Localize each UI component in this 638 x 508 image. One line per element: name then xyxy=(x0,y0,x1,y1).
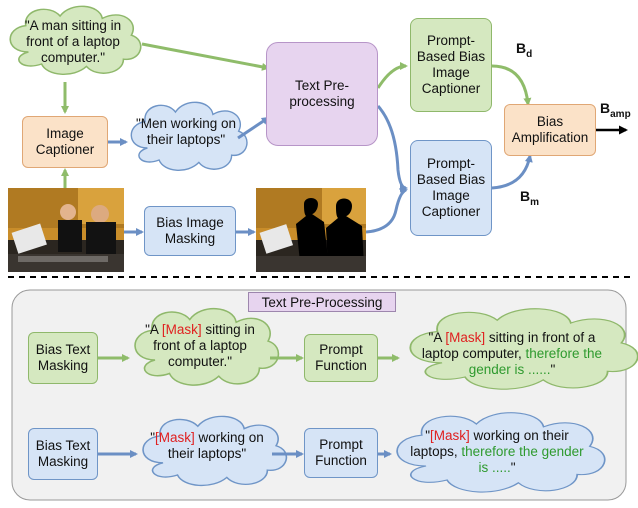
arrow-text-to-captioner-top xyxy=(376,62,408,89)
arrow-generated-to-text xyxy=(237,116,270,140)
prompt-output-1-mid: sitting in front of a laptop computer, xyxy=(421,330,596,362)
label-bd-main: B xyxy=(516,40,527,56)
label-bd: Bd xyxy=(516,40,532,60)
masked-caption-text-2: "[Mask] working on their laptops" xyxy=(146,430,268,462)
label-bamp-main: B xyxy=(600,100,611,116)
captioner-top-box: Prompt-Based Bias Image Captioner xyxy=(410,18,492,112)
arrow-captioner-top-to-amp xyxy=(491,64,532,106)
mask-token: [Mask] xyxy=(154,430,195,445)
prompt-text: therefore the gender is ..... xyxy=(461,444,584,476)
masked-caption-2-pre: " xyxy=(150,430,155,445)
mask-token: [Mask] xyxy=(429,428,470,443)
panel-title: Text Pre-Processing xyxy=(248,292,396,312)
label-bm-sub: m xyxy=(530,196,540,208)
label-bm: Bm xyxy=(520,188,539,208)
arrow-captioner-bottom-to-amp xyxy=(491,154,533,190)
prompt-output-2-pre: " xyxy=(425,428,430,443)
masked-caption-text-1: "A [Mask] sitting in front of a laptop c… xyxy=(136,322,264,371)
masked-caption-2-post: working on their laptops" xyxy=(167,430,264,462)
masked-caption-1-post: sitting in front of a laptop computer." xyxy=(153,322,255,370)
prompt-output-text-2: "[Mask] working on their laptops, theref… xyxy=(404,428,590,477)
prompt-output-1-end: " xyxy=(550,362,556,378)
bias-image-masking-box: Bias Image Masking xyxy=(144,206,236,256)
generated-caption-text: "Men working on their laptops" xyxy=(135,116,237,148)
prompt-function-box-2: Prompt Function xyxy=(304,428,378,478)
label-bm-main: B xyxy=(520,188,531,204)
bias-text-masking-box-1: Bias Text Masking xyxy=(28,332,98,384)
prompt-output-2-end: " xyxy=(510,460,516,476)
label-bd-sub: d xyxy=(526,48,533,60)
label-bamp-sub: amp xyxy=(610,108,631,120)
gt-caption-text: "A man sitting in front of a laptop comp… xyxy=(24,18,122,66)
masked-caption-1-pre: "A xyxy=(145,322,162,337)
mask-token: [Mask] xyxy=(161,322,202,337)
bias-amplification-box: Bias Amplification xyxy=(504,104,596,156)
prompt-output-1-pre: "A xyxy=(428,330,446,345)
masked-photo xyxy=(256,188,366,272)
prompt-output-text-1: "A [Mask] sitting in front of a laptop c… xyxy=(414,330,610,379)
arrow-gt-to-text xyxy=(141,42,270,71)
bias-text-masking-box-2: Bias Text Masking xyxy=(28,428,98,480)
input-photo xyxy=(8,188,124,272)
prompt-function-box-1: Prompt Function xyxy=(304,334,378,382)
prompt-text: therefore the gender is ...... xyxy=(468,346,603,378)
prompt-output-2-mid: working on their laptops, xyxy=(410,428,569,460)
label-bamp: Bamp xyxy=(600,100,631,120)
image-captioner-box: Image Captioner xyxy=(22,116,108,168)
captioner-bottom-box: Prompt-Based Bias Image Captioner xyxy=(410,140,492,236)
mask-token: [Mask] xyxy=(445,330,486,345)
text-preprocessing-box: Text Pre-processing xyxy=(266,42,378,146)
arrow-text-to-captioner-bottom xyxy=(376,104,408,192)
arrow-masked-photo-to-captioner xyxy=(365,188,408,234)
